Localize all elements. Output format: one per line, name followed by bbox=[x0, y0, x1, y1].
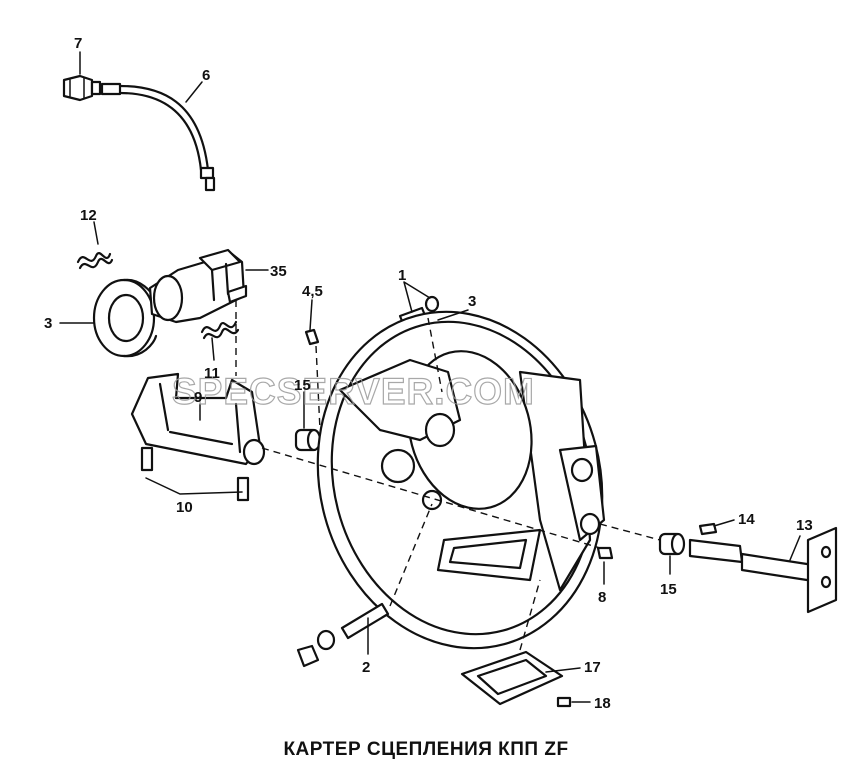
part-15-lower-bushing bbox=[658, 532, 686, 556]
part-8-plug bbox=[596, 546, 614, 560]
callout-13: 13 bbox=[796, 517, 813, 534]
clutch-housing bbox=[316, 310, 606, 650]
callout-14: 14 bbox=[738, 511, 755, 528]
callout-1: 1 bbox=[398, 267, 406, 284]
callout-3-left: 3 bbox=[44, 315, 52, 332]
part-4-5-pin bbox=[304, 328, 320, 346]
part-12-spring bbox=[76, 252, 114, 270]
part-14-key bbox=[698, 522, 718, 536]
callout-18: 18 bbox=[594, 695, 611, 712]
leader-lines bbox=[59, 51, 801, 703]
callout-7: 7 bbox=[74, 35, 82, 52]
part-9-fork-bracket bbox=[130, 372, 266, 466]
callout-35: 35 bbox=[270, 263, 287, 280]
part-17-cover-plate bbox=[460, 650, 564, 706]
watermark-text: SPECSERVER.COM bbox=[172, 371, 535, 412]
diagram-caption: КАРТЕР СЦЕПЛЕНИЯ КПП ZF bbox=[283, 739, 569, 760]
part-3-release-bearing bbox=[92, 278, 158, 358]
part-6-hose bbox=[100, 82, 216, 192]
callout-11: 11 bbox=[204, 365, 220, 382]
part-2-stud bbox=[296, 602, 390, 668]
assembly-guide-lines bbox=[235, 300, 661, 651]
part-7-nut bbox=[62, 74, 102, 102]
callout-2: 2 bbox=[362, 659, 370, 676]
callout-3-right: 3 bbox=[468, 293, 476, 310]
part-18-screw bbox=[556, 696, 572, 708]
part-10-bolts bbox=[140, 446, 250, 502]
callout-15-lower: 15 bbox=[660, 581, 677, 598]
part-35-slave-cylinder bbox=[148, 248, 248, 324]
callout-12: 12 bbox=[80, 207, 97, 224]
callout-10: 10 bbox=[176, 499, 193, 516]
part-15-upper-bushing bbox=[294, 428, 322, 452]
callout-4-5: 4,5 bbox=[302, 283, 323, 300]
callout-6: 6 bbox=[202, 67, 210, 84]
callout-17: 17 bbox=[584, 659, 601, 676]
callout-9: 9 bbox=[194, 389, 202, 406]
part-11-spring bbox=[200, 320, 240, 340]
callout-8: 8 bbox=[598, 589, 606, 606]
callout-15-upper: 15 bbox=[294, 377, 311, 394]
part-13-shaft bbox=[688, 526, 838, 614]
